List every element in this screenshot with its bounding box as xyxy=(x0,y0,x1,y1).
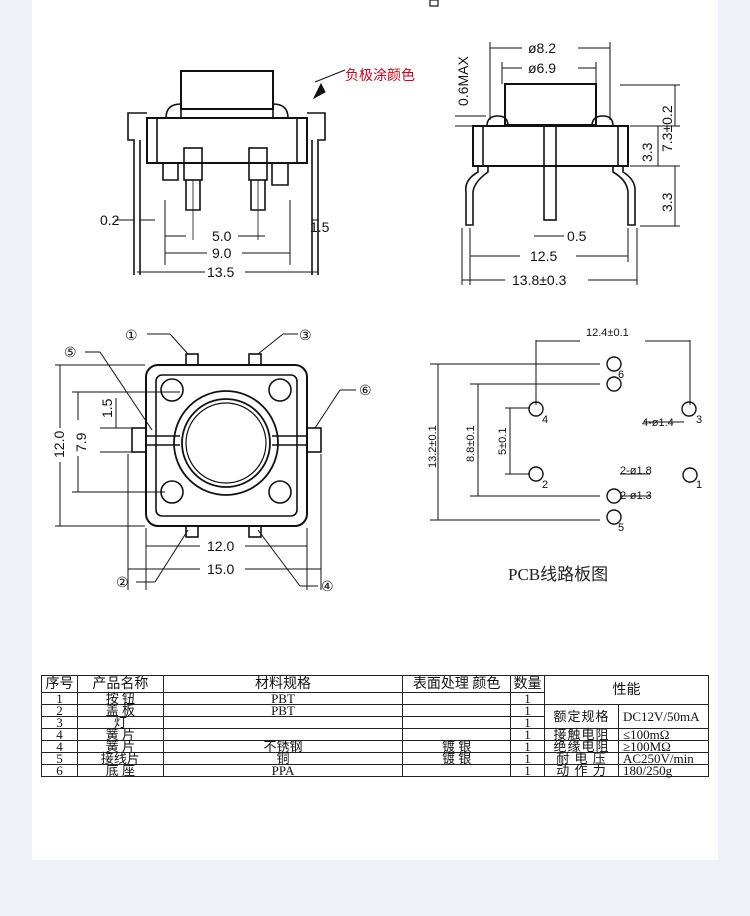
pcb-pin-3: 3 xyxy=(696,414,702,426)
front-note: 负极涂颜色 xyxy=(345,67,415,84)
row-material: PPA xyxy=(162,764,404,777)
table-header-row: 序号 产品名称 材料规格 表面处理 颜色 数量 性能 xyxy=(41,675,709,705)
header-no: 序号 xyxy=(41,675,78,693)
pcb-pin-2: 2 xyxy=(542,479,548,491)
pcb-pin-5: 5 xyxy=(618,522,624,534)
row-finish xyxy=(402,692,512,705)
table-row: 6 底 座 PPA 1 动 作 力 180/250g xyxy=(41,764,710,777)
dim-body-width: 12.5 xyxy=(530,248,557,264)
table-row: 5 接线片 铜 镀 银 1 耐 电 压 AC250V/min xyxy=(41,752,710,765)
perf-value: DC12V/50mA xyxy=(617,704,710,729)
pcb-hole-b: 2-ø1.8 xyxy=(620,465,652,477)
perf-value: 180/250g xyxy=(617,764,710,777)
pcb-pin-6: 6 xyxy=(618,369,624,381)
header-name: 产品名称 xyxy=(76,675,164,693)
row-finish xyxy=(402,764,512,777)
front-view xyxy=(127,70,326,275)
dim-cap-inner: ø6.9 xyxy=(528,60,556,76)
pcb-hole-c: 2-ø1.3 xyxy=(620,490,652,502)
row-name: 盖 板 xyxy=(76,704,164,717)
dim-max-gap: 0.6MAX xyxy=(455,56,471,106)
perf-value: ≥100MΩ xyxy=(617,740,710,753)
callout-6: ⑥ xyxy=(359,382,372,398)
dim-top-height: 12.0 xyxy=(51,431,67,458)
spec-table: 序号 产品名称 材料规格 表面处理 颜色 数量 性能 1 按 钮 PBT 1 2… xyxy=(41,675,710,809)
header-qty: 数量 xyxy=(510,675,546,693)
side-view xyxy=(464,83,636,226)
header-performance: 性能 xyxy=(544,675,709,705)
dim-top-step: 1.5 xyxy=(99,398,115,418)
dim-top-width-outer: 15.0 xyxy=(207,561,234,577)
dim-cap-outer: ø8.2 xyxy=(528,40,556,56)
row-no: 6 xyxy=(41,764,78,777)
perf-label: 耐 电 压 xyxy=(544,752,619,765)
table-row: 4 簧 片 1 接触电阻 ≤100mΩ xyxy=(41,728,710,741)
pcb-dim-left: 13.2±0.1 xyxy=(427,425,439,468)
pcb-dim-inner: 5±0.1 xyxy=(497,428,509,455)
perf-label: 额定规格 xyxy=(544,704,619,729)
row-name: 簧 片 xyxy=(76,728,164,741)
table-row: 3 灯 1 xyxy=(41,716,709,729)
top-view xyxy=(131,353,322,538)
row-finish xyxy=(402,704,512,717)
pcb-pin-1: 1 xyxy=(696,479,702,491)
row-qty: 1 xyxy=(510,764,546,777)
dim-h-total: 7.3±0.2 xyxy=(659,105,675,152)
row-finish: 镀 银 xyxy=(402,752,512,765)
row-name: 底 座 xyxy=(76,764,164,777)
top-dimensions xyxy=(55,333,356,590)
dim-top-width-inner: 12.0 xyxy=(207,538,234,554)
edge-mark xyxy=(429,0,439,7)
dim-h-lower: 3.3 xyxy=(659,192,675,212)
pcb-pin-4: 4 xyxy=(542,414,548,426)
perf-label: 动 作 力 xyxy=(544,764,619,777)
dim-overall-width: 13.8±0.3 xyxy=(512,272,567,288)
row-material: PBT xyxy=(162,704,404,717)
pcb-hole-a: 4-ø1.4 xyxy=(642,417,674,429)
pcb-layout xyxy=(430,340,698,525)
pcb-caption: PCB线路板图 xyxy=(508,565,608,584)
perf-label: 绝缘电阻 xyxy=(544,740,619,753)
front-dimensions xyxy=(115,69,346,273)
table-row: 1 按 钮 PBT 1 xyxy=(41,692,709,705)
dim-h-upper: 3.3 xyxy=(639,142,655,162)
callout-4: ④ xyxy=(321,578,334,594)
perf-label: 接触电阻 xyxy=(544,728,619,741)
side-dimensions xyxy=(455,42,680,285)
dim-pin: 0.5 xyxy=(567,228,587,244)
dim-side: 1.5 xyxy=(310,219,330,235)
dim-pitch-inner: 5.0 xyxy=(212,228,232,244)
table-row: 2 盖 板 PBT 1 额定规格 DC12V/50mA xyxy=(41,704,710,729)
dim-pitch-mid: 9.0 xyxy=(212,245,232,261)
dim-overall: 13.5 xyxy=(207,264,234,280)
callout-3: ③ xyxy=(299,327,312,343)
callout-2: ② xyxy=(116,574,129,590)
row-material xyxy=(162,716,404,729)
pcb-dim-top: 12.4±0.1 xyxy=(586,327,629,339)
pcb-dim-mid: 8.8±0.1 xyxy=(465,425,477,462)
callout-5: ⑤ xyxy=(64,344,77,360)
callout-1: ① xyxy=(125,327,138,343)
table-row: 4 簧 片 不锈钢 镀 银 1 绝缘电阻 ≥100MΩ xyxy=(41,740,710,753)
dim-top-pitch: 7.9 xyxy=(73,432,89,452)
row-finish xyxy=(402,716,512,729)
dim-lead-width: 0.2 xyxy=(100,212,120,228)
header-material: 材料规格 xyxy=(162,675,404,693)
header-finish: 表面处理 颜色 xyxy=(402,675,512,693)
